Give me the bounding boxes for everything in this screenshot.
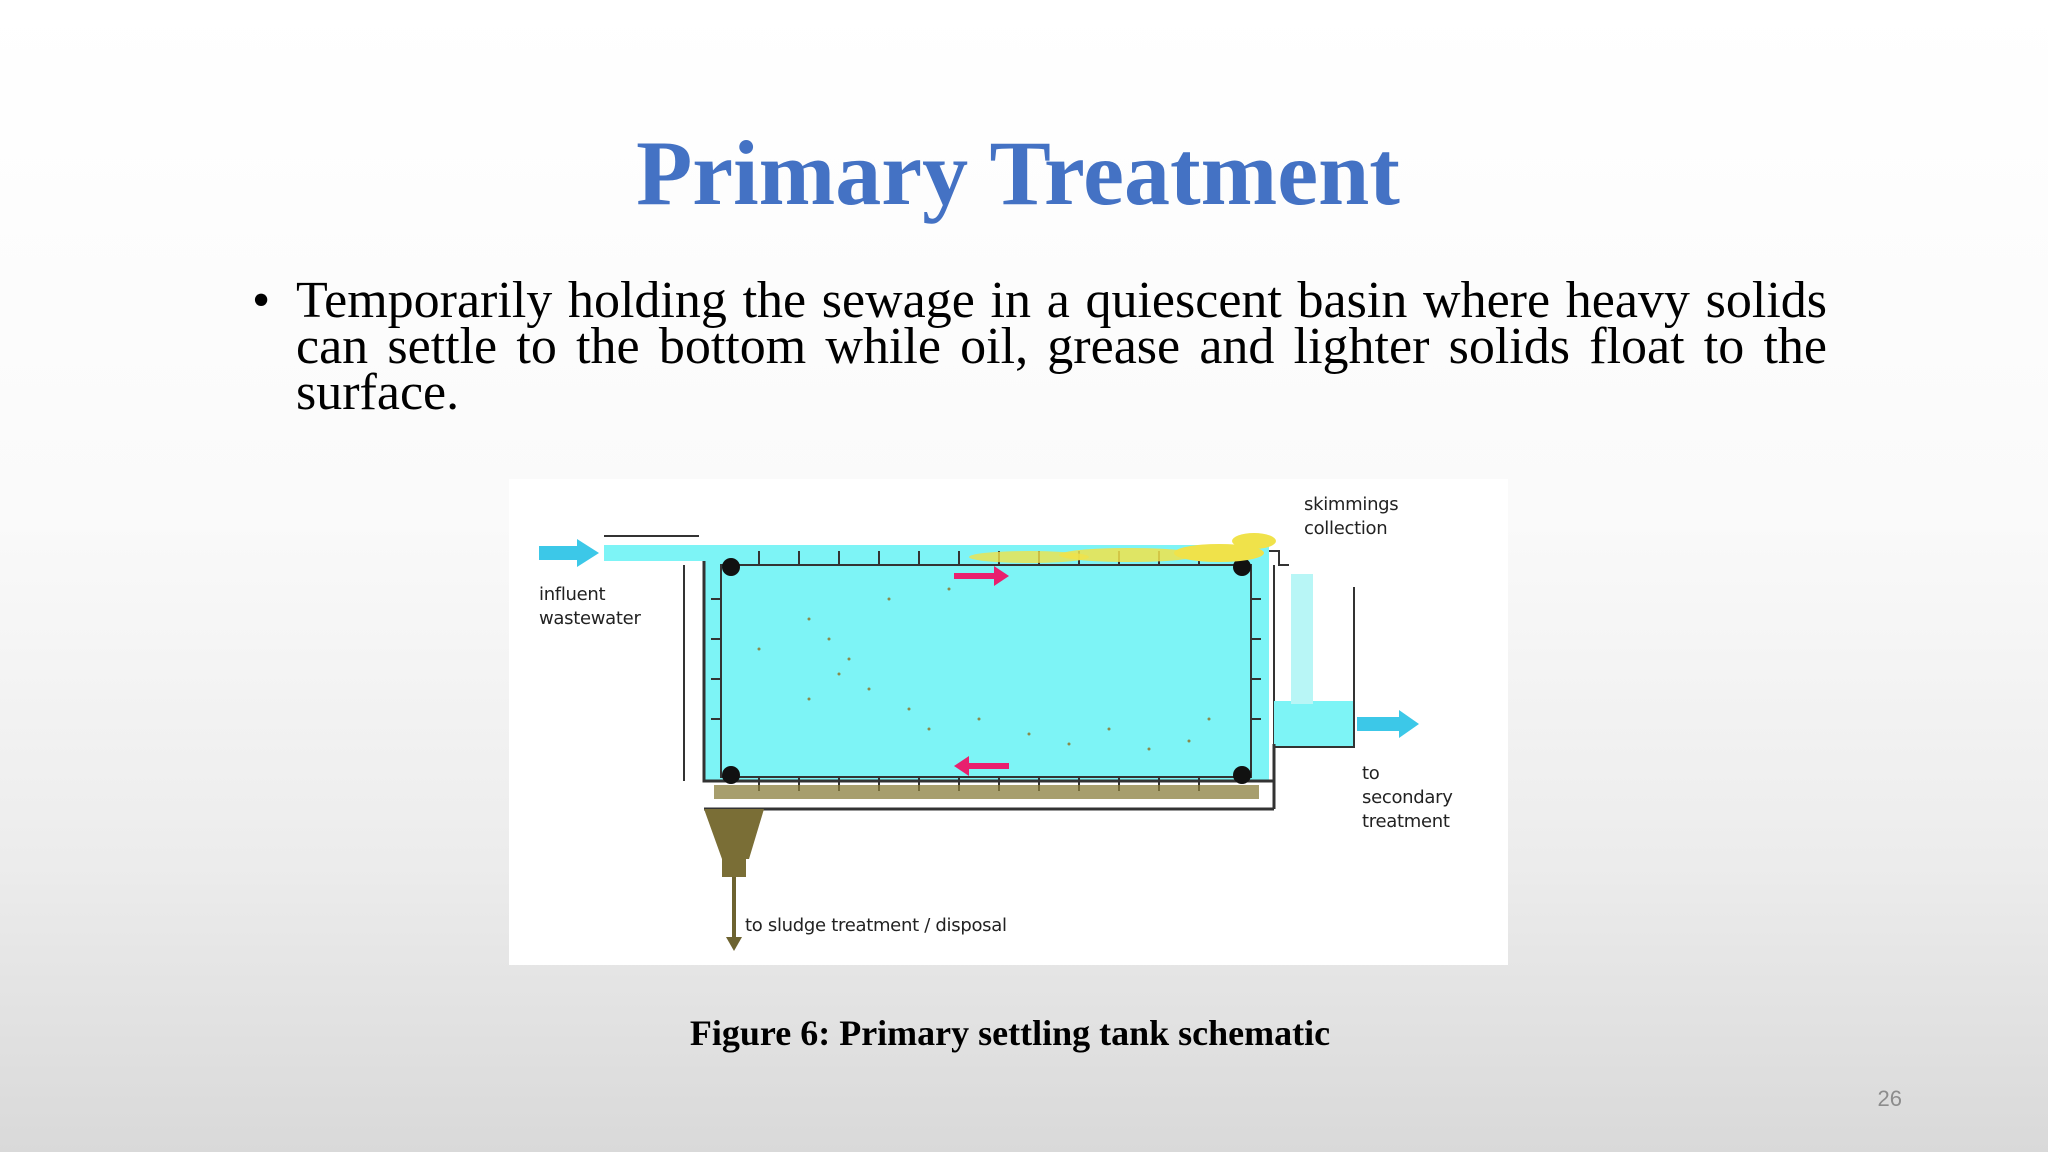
skimmings-label-line1: skimmings bbox=[1304, 494, 1398, 515]
overflow-cascade bbox=[1291, 574, 1313, 704]
skimmings-label-line2: collection bbox=[1304, 518, 1387, 539]
sludge-arrow-icon bbox=[726, 937, 742, 951]
influent-label-line2: wastewater bbox=[539, 608, 641, 629]
suspended-particles bbox=[757, 587, 1211, 751]
influent-label-line1: influent bbox=[539, 584, 606, 605]
surface-flow-arrow-icon bbox=[954, 566, 1009, 586]
page-number: 26 bbox=[1877, 1086, 1902, 1111]
inlet-pipe-water bbox=[604, 545, 704, 561]
tank-water bbox=[704, 545, 1269, 781]
skimmer-chain-loop bbox=[720, 564, 1252, 778]
skimmings-trough bbox=[1269, 550, 1289, 566]
bullet-text: Temporarily holding the sewage in a quie… bbox=[296, 272, 1827, 421]
sprocket-bottom-left-icon bbox=[722, 766, 740, 784]
effluent-channel-wall bbox=[1274, 587, 1355, 748]
effluent-arrow-icon bbox=[1357, 710, 1419, 738]
sludge-blanket bbox=[714, 785, 1259, 799]
sprocket-top-right-icon bbox=[1233, 558, 1251, 576]
tank-wall-left-bottom bbox=[702, 561, 1274, 783]
settling-tank-schematic: influent wastewater bbox=[539, 494, 1454, 951]
sprocket-top-left-icon bbox=[722, 558, 740, 576]
influent-arrow-icon bbox=[539, 539, 599, 567]
effluent-label-line2: secondary bbox=[1362, 787, 1453, 808]
effluent-label-line1: to bbox=[1362, 763, 1380, 784]
slide-title: Primary Treatment bbox=[636, 122, 1400, 224]
settling-tank-figure: influent wastewater bbox=[509, 479, 1508, 965]
bullet-marker: • bbox=[252, 272, 271, 329]
sprocket-bottom-right-icon bbox=[1233, 766, 1251, 784]
figure-caption: Figure 6: Primary settling tank schemati… bbox=[689, 1013, 1331, 1053]
bullet-point: • Temporarily holding the sewage in a qu… bbox=[252, 272, 1827, 421]
sludge-label: to sludge treatment / disposal bbox=[745, 915, 1007, 936]
flight-ticks-sides bbox=[711, 598, 1261, 720]
effluent-channel-water bbox=[1274, 701, 1354, 747]
skimmings-layer bbox=[969, 533, 1276, 563]
effluent-label-line3: treatment bbox=[1362, 811, 1450, 832]
sludge-outlet bbox=[722, 859, 746, 877]
bottom-flow-arrow-icon bbox=[954, 756, 1009, 776]
sludge-hopper bbox=[704, 809, 764, 859]
